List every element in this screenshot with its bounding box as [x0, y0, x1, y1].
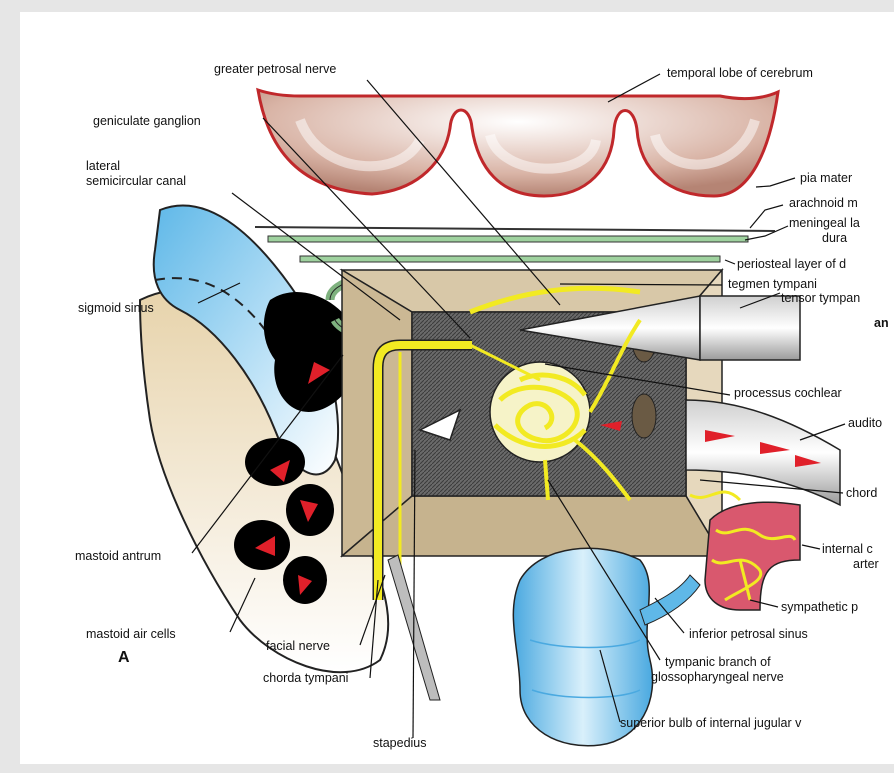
- label-sympathetic: sympathetic p: [781, 600, 858, 614]
- label-internal-carotid-1: internal c: [822, 542, 873, 556]
- temporal-lobe-shape: [258, 90, 778, 196]
- label-internal-carotid-2: arter: [853, 557, 879, 571]
- label-inferior-petrosal-sinus: inferior petrosal sinus: [689, 627, 808, 641]
- tensor-tympani-tube: [700, 296, 800, 360]
- label-tensor-tympani: tensor tympan: [781, 291, 860, 305]
- label-arachnoid: arachnoid m: [789, 196, 858, 210]
- meninges-layers: [255, 227, 775, 262]
- label-tympanic-branch-1: tympanic branch of: [665, 655, 771, 669]
- label-processus-cochlear: processus cochlear: [734, 386, 842, 400]
- label-an: an: [874, 316, 889, 330]
- label-mastoid-antrum: mastoid antrum: [75, 549, 161, 563]
- panel-letter: A: [118, 649, 130, 666]
- label-lateral-canal-1: lateral: [86, 159, 120, 173]
- label-geniculate-ganglion: geniculate ganglion: [93, 114, 201, 128]
- label-periosteal-layer: periosteal layer of d: [737, 257, 846, 271]
- label-lateral-canal-2: semicircular canal: [86, 174, 186, 188]
- label-tympanic-branch-2: glossopharyngeal nerve: [651, 670, 784, 684]
- label-temporal-lobe: temporal lobe of cerebrum: [667, 66, 813, 80]
- label-greater-petrosal-nerve: greater petrosal nerve: [214, 62, 336, 76]
- label-stapedius: stapedius: [373, 736, 427, 750]
- label-chorda-tympani: chorda tympani: [263, 671, 348, 685]
- label-mastoid-air-cells: mastoid air cells: [86, 627, 176, 641]
- label-auditory: audito: [848, 416, 882, 430]
- label-chord: chord: [846, 486, 877, 500]
- label-sigmoid-sinus: sigmoid sinus: [78, 301, 154, 315]
- label-facial-nerve: facial nerve: [266, 639, 330, 653]
- label-tegmen-tympani: tegmen tympani: [728, 277, 817, 291]
- label-superior-bulb: superior bulb of internal jugular v: [620, 716, 802, 730]
- label-meningeal-layer: meningeal la: [789, 216, 860, 230]
- label-dura: dura: [822, 231, 847, 245]
- label-pia-mater: pia mater: [800, 171, 852, 185]
